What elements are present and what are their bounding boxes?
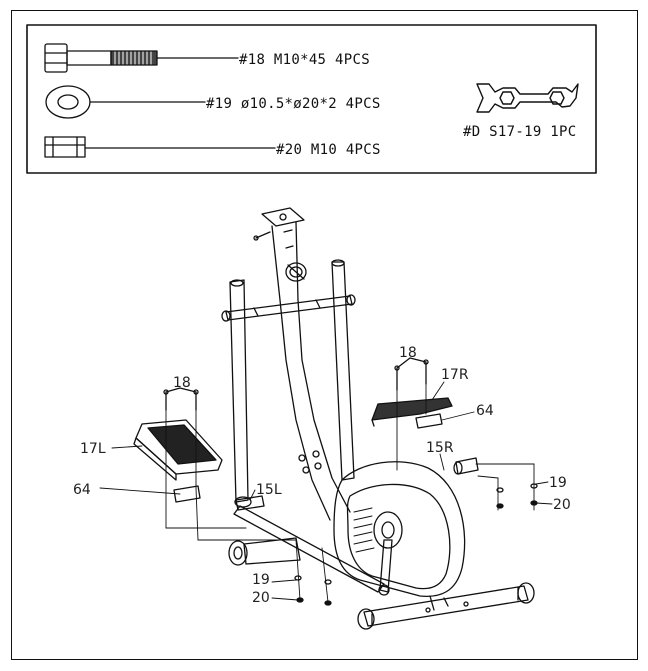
crank-hub [373, 511, 403, 549]
left-handlebar [229, 279, 249, 503]
bottom-rail [233, 505, 385, 593]
nut-icon [44, 136, 86, 158]
right-pedal-screws [394, 357, 429, 391]
callout-leaders [99, 381, 553, 601]
callout-20-bottom: 20 [252, 590, 270, 606]
pivot-axle [225, 295, 353, 321]
callout-17r: 17R [441, 367, 469, 383]
callout-15r: 15R [426, 440, 454, 456]
main-mast [271, 225, 331, 521]
hardware-box [26, 24, 597, 174]
diagram-frame [11, 10, 638, 660]
nut-label: #20 M10 4PCS [276, 142, 381, 158]
callout-18-left: 18 [173, 375, 191, 391]
right-washers-nuts [496, 483, 538, 509]
bolt-icon [44, 43, 158, 73]
elliptical-frame [221, 207, 535, 630]
callout-17l: 17L [80, 441, 106, 457]
washer-icon [45, 85, 91, 119]
left-pedal-arm [235, 495, 265, 511]
left-pedal-screws [163, 387, 199, 411]
callout-64-right: 64 [476, 403, 494, 419]
callout-15l: 15L [256, 482, 282, 498]
flywheel-cover [333, 461, 466, 598]
right-handlebar [331, 261, 355, 481]
bottom-washers-nuts [294, 575, 332, 606]
callout-18-right: 18 [399, 345, 417, 361]
callout-20-right: 20 [553, 497, 571, 513]
tension-knob [285, 262, 307, 282]
left-pedal [133, 419, 223, 481]
wrench-icon [476, 83, 579, 113]
right-bracket [415, 413, 443, 429]
front-stabilizer [228, 537, 301, 566]
callout-19-right: 19 [549, 475, 567, 491]
left-bracket [173, 485, 201, 503]
wrench-label: #D S17-19 1PC [463, 124, 576, 140]
console-mount-plate [261, 207, 305, 227]
washer-label: #19 ø10.5*ø20*2 4PCS [206, 96, 381, 112]
bolt-label: #18 M10*45 4PCS [239, 52, 370, 68]
rear-stabilizer [357, 582, 535, 630]
right-pedal [371, 397, 453, 427]
callout-19-bottom: 19 [252, 572, 270, 588]
right-pedal-arm [455, 457, 479, 475]
callout-64-left: 64 [73, 482, 91, 498]
